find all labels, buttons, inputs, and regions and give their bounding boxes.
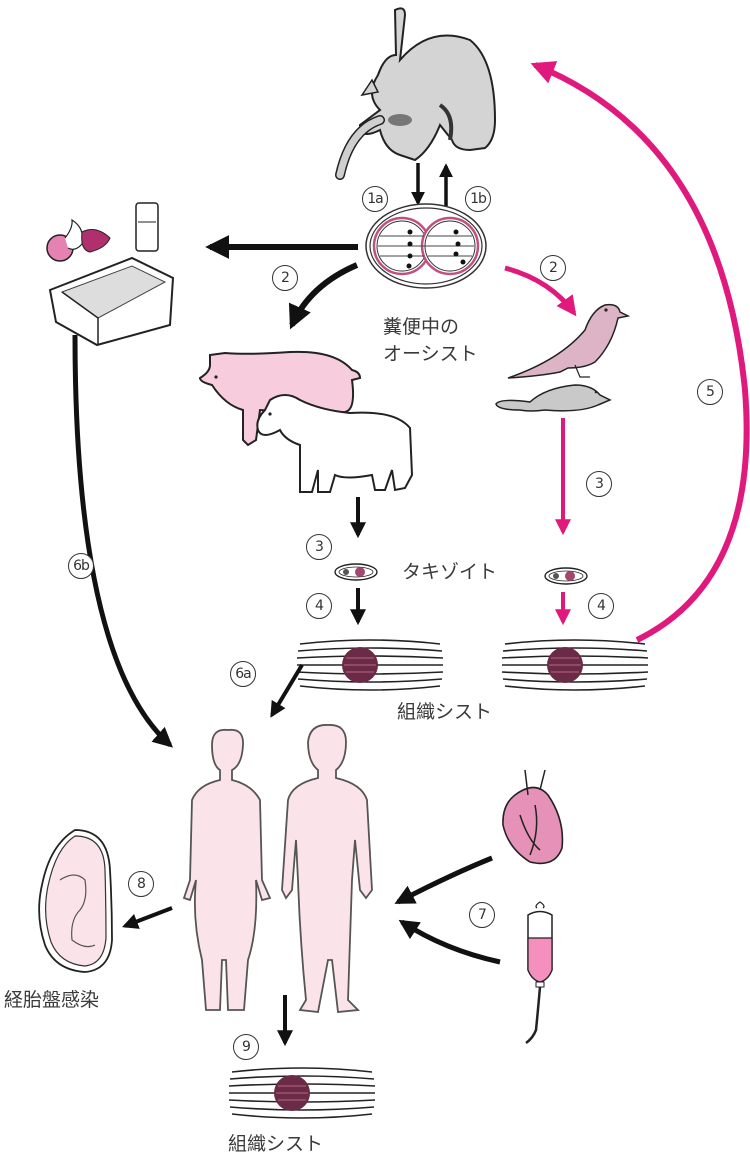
step-5-badge: 5 <box>697 379 723 405</box>
oocyst-label-line1: 糞便中の <box>383 316 460 338</box>
blood-transfusion-icon <box>525 901 553 1045</box>
cat-icon <box>335 7 497 180</box>
mouse-icon <box>495 384 612 412</box>
heart-icon <box>502 769 564 865</box>
step-8-badge: 8 <box>128 871 154 897</box>
arrow-2-to-livestock <box>288 262 359 330</box>
arrow-6b <box>72 334 173 748</box>
step-6a-badge: 6a <box>230 661 256 687</box>
arrow-8 <box>122 906 173 929</box>
step-1b-badge: 1b <box>465 186 491 212</box>
arrow-7-blood <box>398 919 501 965</box>
step-7-badge: 7 <box>469 902 495 928</box>
oocyst-icon <box>365 203 487 289</box>
oocyst-label-line2: オーシスト <box>383 343 478 365</box>
sheep-icon <box>256 394 414 493</box>
food-litter-icon <box>46 202 175 347</box>
step-3-left-badge: 3 <box>306 534 332 560</box>
tachyzoite-icon-right <box>544 567 588 585</box>
step-2-right-badge: 2 <box>540 255 566 281</box>
tachyzoite-label: タキゾイト <box>402 561 498 583</box>
tissue-cyst-icon-right <box>501 639 649 691</box>
humans-icon <box>182 724 373 1013</box>
step-6b-badge: 6b <box>68 553 94 579</box>
tissue-cyst-icon-bottom <box>228 1067 376 1119</box>
transplacental-infection-label: 経胎盤感染 <box>4 989 100 1011</box>
tissue-cyst-icon-left <box>296 639 444 691</box>
tissue-cyst-label-mid: 組織シスト <box>397 701 493 723</box>
step-1a-badge: 1a <box>362 186 388 212</box>
arrow-5 <box>530 61 750 643</box>
tachyzoite-icon-left <box>334 563 378 581</box>
step-3-right-badge: 3 <box>586 471 612 497</box>
step-2-left-badge: 2 <box>272 265 298 291</box>
step-9-badge: 9 <box>233 1034 259 1060</box>
arrow-6a <box>270 663 304 718</box>
step-4-left-badge: 4 <box>306 593 332 619</box>
tissue-cyst-label-bottom: 組織シスト <box>228 1133 324 1155</box>
bird-icon <box>507 303 631 379</box>
arrow-2-to-bird <box>504 265 577 317</box>
step-4-right-badge: 4 <box>588 593 614 619</box>
fetus-icon <box>38 829 113 973</box>
arrow-7-heart <box>394 855 493 905</box>
